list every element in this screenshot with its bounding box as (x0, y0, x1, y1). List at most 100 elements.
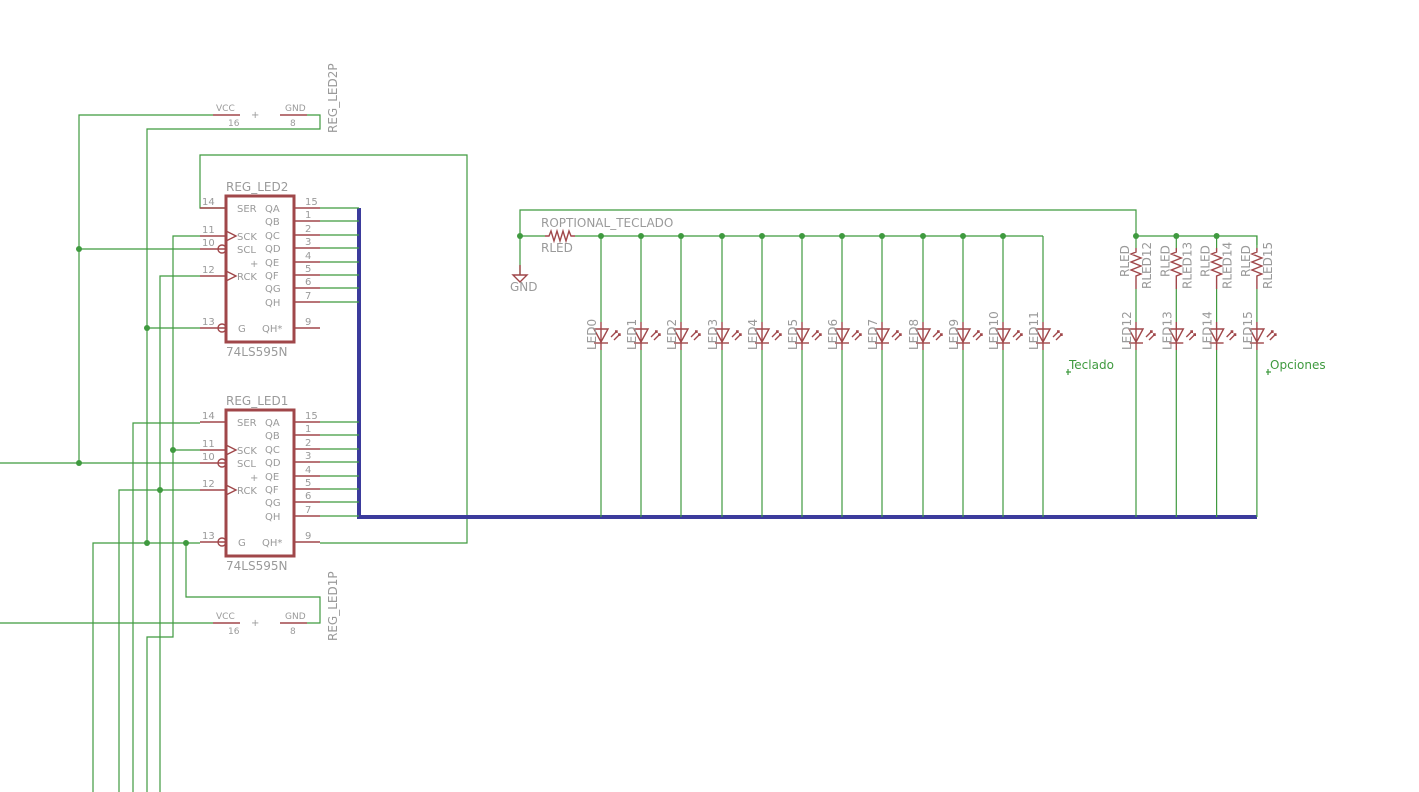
pin-number: 2 (305, 438, 311, 449)
led-7[interactable]: LED7 (866, 233, 902, 517)
pin-number: 6 (305, 491, 311, 502)
pin-label: QH (265, 512, 280, 523)
vcc-pin: 16 (228, 627, 240, 637)
pin-number: 5 (305, 478, 311, 489)
pin-label: RCK (237, 486, 257, 497)
pin-number: 7 (305, 505, 311, 516)
resistor-name: RLED15 (1261, 242, 1275, 289)
net-label-opciones[interactable]: Opciones (1266, 358, 1326, 375)
gnd-pin: 8 (290, 119, 296, 129)
led-5[interactable]: LED5 (786, 233, 822, 517)
chip-name: REG_LED1 (226, 394, 288, 408)
led-9[interactable]: LED9 (947, 233, 983, 517)
led-label: LED9 (947, 319, 961, 350)
pin-number: 5 (305, 264, 311, 275)
led-8[interactable]: LED8 (907, 233, 943, 517)
led-label: LED1 (625, 319, 639, 350)
vcc-label: VCC (216, 104, 235, 114)
pin-number: 14 (202, 197, 215, 208)
pin-number: 9 (305, 531, 311, 542)
led-10[interactable]: LED10 (987, 233, 1023, 517)
led-label: LED13 (1160, 311, 1174, 350)
resistor[interactable] (1209, 248, 1224, 289)
pin-number: 13 (202, 317, 215, 328)
pin-number: 3 (305, 451, 311, 462)
led-1[interactable]: LED1 (625, 233, 661, 517)
resistor-name: RLED12 (1140, 242, 1154, 289)
pin-label: SCK (237, 232, 257, 243)
pin-label: G (238, 324, 246, 335)
pin-label: QA (265, 204, 280, 215)
inverter-bubble (217, 323, 227, 333)
pin-label: QB (265, 431, 280, 442)
chip-reg-led1[interactable]: REG_LED174LS595N14SER11SCK10SCL12RCK13G+… (200, 394, 359, 573)
pin-number: 4 (305, 251, 311, 262)
gnd-pin: 8 (290, 627, 296, 637)
pin-label: QH* (262, 324, 282, 335)
pin-number: 12 (202, 479, 215, 490)
pin-number: 12 (202, 265, 215, 276)
pin-number: 11 (202, 439, 215, 450)
resistor-value: RLED (1158, 245, 1172, 277)
pin-number: 3 (305, 237, 311, 248)
led-label: LED15 (1241, 311, 1255, 350)
pin-number: 1 (305, 424, 311, 435)
pin-label: QH (265, 298, 280, 309)
data-bus[interactable] (357, 208, 1257, 519)
led-label: LED4 (746, 319, 760, 350)
vcc-pin: 16 (228, 119, 240, 129)
gnd-label: GND (510, 280, 538, 294)
resistor[interactable] (1129, 248, 1143, 289)
resistor[interactable] (1250, 248, 1264, 289)
origin-cross: + (251, 618, 259, 629)
chip-reg-led2[interactable]: REG_LED274LS595N14SER11SCK10SCL12RCK13G+… (200, 180, 359, 359)
chip-name: REG_LED2 (226, 180, 288, 194)
resistor-roptional-teclado[interactable]: ROPTIONAL_TECLADO RLED (541, 216, 673, 255)
resistor[interactable] (1169, 248, 1184, 289)
led-label: LED6 (826, 319, 840, 350)
chip-value: 74LS595N (226, 559, 287, 573)
gnd-symbol[interactable]: GND (510, 265, 538, 294)
power-name: REG_LED2P (326, 63, 340, 133)
net-label-teclado[interactable]: Teclado (1066, 358, 1114, 375)
pin-label: SER (237, 204, 257, 215)
pin-number: 10 (202, 452, 215, 463)
led-2[interactable]: LED2 (665, 233, 701, 517)
pin-number: 2 (305, 224, 311, 235)
pin-label: SER (237, 418, 257, 429)
pin-number: 6 (305, 277, 311, 288)
pin-label: QB (265, 217, 280, 228)
resistor-value: RLED (541, 241, 573, 255)
clock-marker (225, 484, 238, 496)
pin-label: G (238, 538, 246, 549)
pin-label: SCK (237, 446, 257, 457)
vcc-label: VCC (216, 612, 235, 622)
led-11[interactable]: LED11 (1027, 236, 1063, 517)
pin-label: SCL (237, 459, 256, 470)
resistor-value: RLED (1199, 245, 1213, 277)
led-label: LED3 (706, 319, 720, 350)
led-4[interactable]: LED4 (746, 233, 782, 517)
pin-number: 10 (202, 238, 215, 249)
net-label-text: Opciones (1270, 358, 1326, 372)
pin-number: 13 (202, 531, 215, 542)
clock-marker (225, 270, 238, 282)
led-0[interactable]: LED0 (585, 233, 621, 517)
gnd-label: GND (285, 104, 306, 114)
inverter-bubble (217, 458, 227, 468)
pin-number: 11 (202, 225, 215, 236)
led-6[interactable]: LED6 (826, 233, 862, 517)
pin-number: 14 (202, 411, 215, 422)
led-label: LED7 (866, 319, 880, 350)
pin-label: QG (265, 498, 281, 509)
led-3[interactable]: LED3 (706, 233, 742, 517)
led-label: LED5 (786, 319, 800, 350)
